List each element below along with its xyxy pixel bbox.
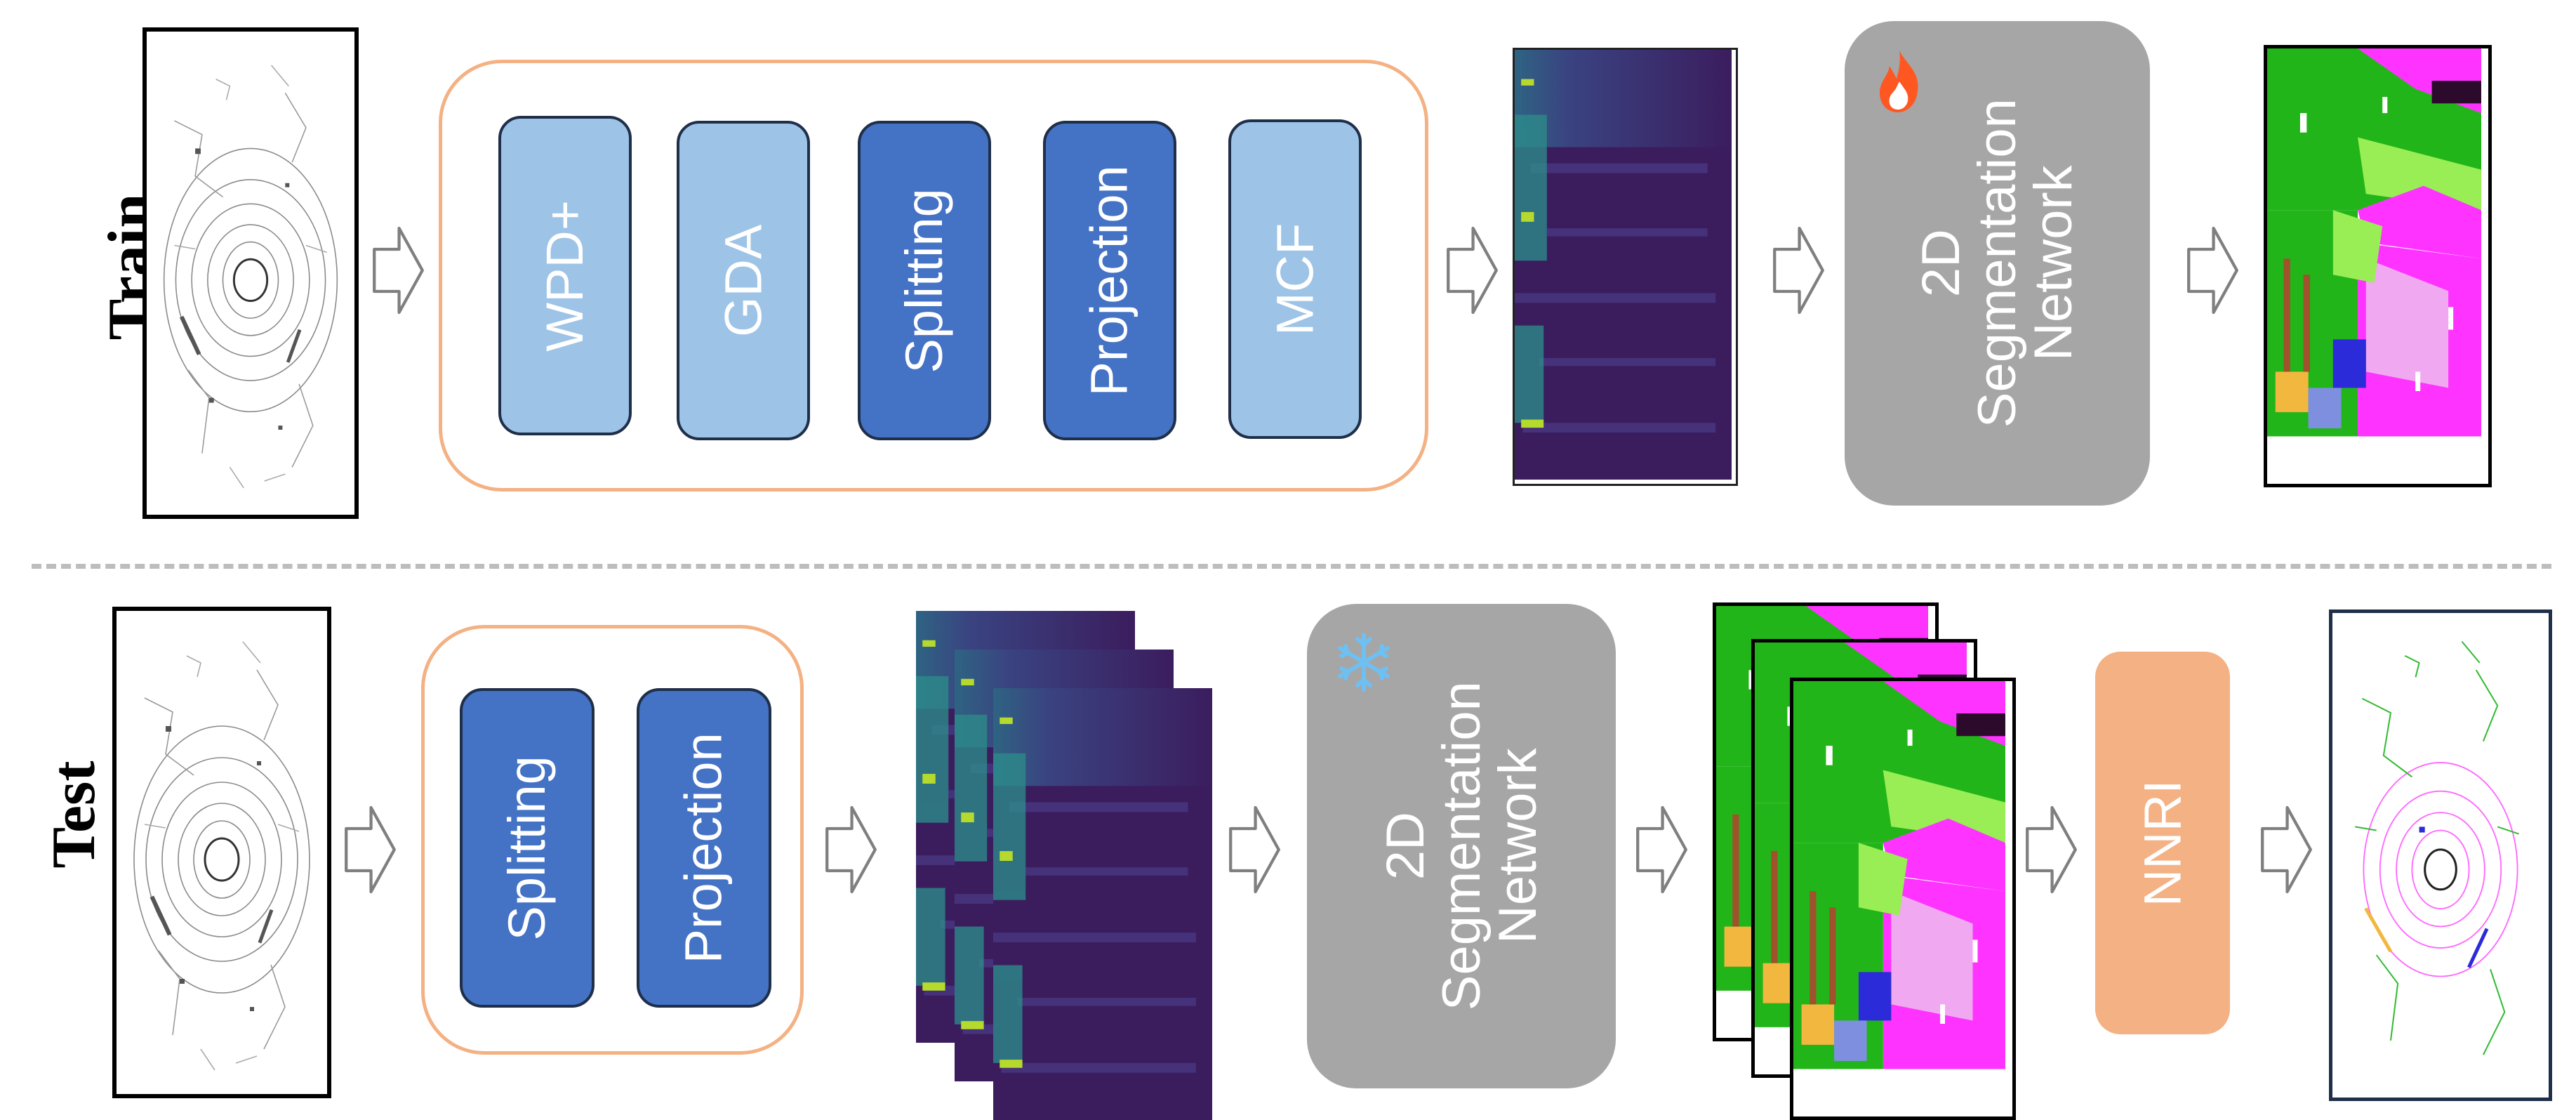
nnri-label: NNRI [2133,779,2192,907]
arrow-7 [1228,804,1281,895]
point-cloud-image [117,612,327,1093]
train-input-point-cloud [142,27,359,519]
test-module-splitting: Splitting [460,688,595,1008]
test-range-image-3 [993,688,1212,1120]
train-test-divider [32,564,2551,569]
module-gda-label: GDA [714,224,773,337]
arrow-6 [825,804,877,895]
module-projection-label: Projection [1080,164,1139,397]
test-row-label: Test [40,760,108,869]
arrow-10 [2260,804,2313,895]
flame-icon [1880,51,1918,112]
test-segmentation-output-3 [1790,678,2016,1120]
nnri-module: NNRI [2095,652,2230,1034]
module-projection: Projection [1043,121,1176,440]
module-wpd-plus-label: WPD+ [536,199,595,352]
module-mcf: MCF [1228,119,1362,439]
train-range-image [1513,48,1738,486]
module-splitting-label: Splitting [895,187,954,374]
module-splitting: Splitting [858,121,991,440]
arrow-2 [1446,225,1499,316]
test-preprocess-group [421,625,804,1055]
test-input-point-cloud [112,607,331,1098]
arrow-3 [1772,225,1825,316]
arrow-1 [372,225,425,316]
segmented-cloud-image [2333,613,2548,1098]
module-mcf-label: MCF [1266,223,1324,336]
final-segmented-point-cloud [2329,610,2552,1101]
test-module-projection: Projection [637,688,771,1008]
test-module-projection-label: Projection [675,732,733,964]
module-wpd-plus: WPD+ [498,116,632,435]
train-preprocess-group [439,60,1428,492]
arrow-8 [1635,804,1688,895]
point-cloud-image [147,37,354,510]
train-segmentation-output [2264,45,2492,487]
module-gda: GDA [677,121,810,440]
arrow-4 [2186,225,2239,316]
arrow-9 [2025,804,2078,895]
snowflake-icon [1338,633,1390,692]
arrow-5 [344,804,397,895]
test-module-splitting-label: Splitting [498,755,557,941]
